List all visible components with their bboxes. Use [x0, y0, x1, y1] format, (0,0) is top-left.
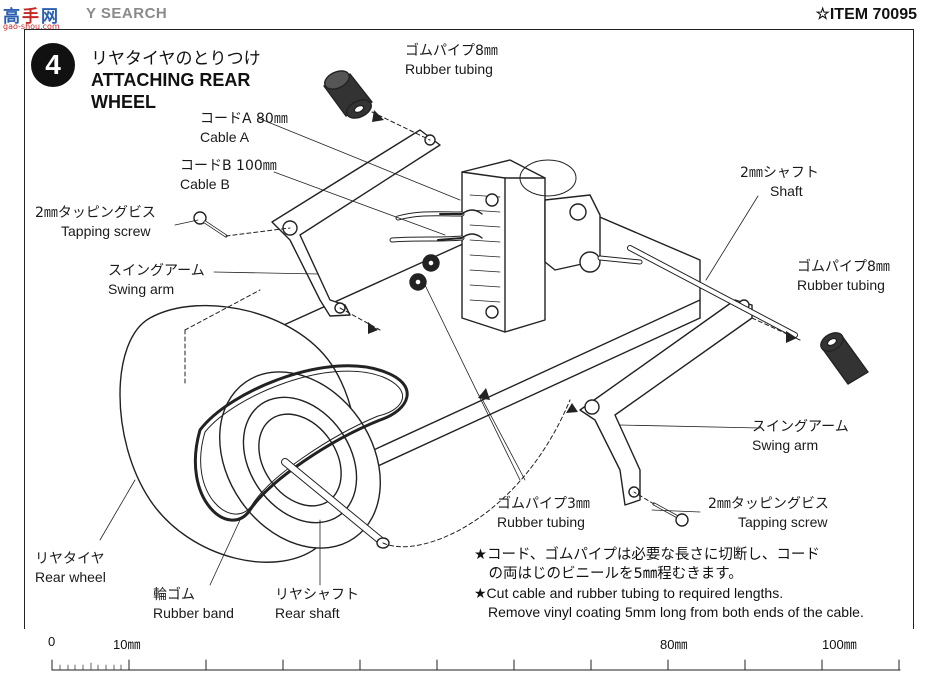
assembly-note: ★コード、ゴムパイプは必要な長さに切断し、コード の両はじのビニールを5㎜程むき…: [474, 546, 864, 622]
logo-url: gao-shou.com: [3, 22, 60, 31]
leader-lines: [99, 117, 761, 586]
step-title-en: ATTACHING REAR WHEEL: [91, 70, 251, 112]
frame-border-left: [24, 29, 25, 629]
ruler-label-10mm: 10㎜: [113, 637, 141, 652]
note-en-line-1: ★Cut cable and rubber tubing to required…: [474, 585, 784, 601]
cables: [389, 209, 483, 243]
ruler-label-80mm: 80㎜: [660, 637, 688, 652]
note-jp-line-2: の両はじのビニールを5㎜程むきます。: [474, 566, 743, 582]
label-tapping-screw-left: 2㎜タッピングビス Tapping screw: [35, 205, 156, 239]
ruler-scale: [51, 659, 901, 671]
label-rear-shaft: リヤシャフト Rear shaft: [275, 587, 359, 621]
frame-border-right: [913, 29, 914, 629]
label-cable-b: コードB 100㎜ Cable B: [180, 158, 277, 192]
label-rubber-tubing-8mm-right: ゴムパイプ8㎜ Rubber tubing: [797, 259, 890, 293]
step-number-badge: 4: [31, 43, 75, 87]
note-jp-line-1: ★コード、ゴムパイプは必要な長さに切断し、コード: [474, 547, 820, 563]
ruler-label-0: 0: [48, 634, 56, 649]
motor-gearbox: [461, 159, 643, 333]
label-swing-arm-left: スイングアーム Swing arm: [108, 263, 205, 297]
rubber-tubing-8mm-top: [323, 70, 373, 119]
ruler-label-100mm: 100㎜: [822, 637, 857, 652]
item-number: ☆ITEM 70095: [815, 6, 918, 23]
label-rear-wheel: リヤタイヤ Rear wheel: [35, 551, 106, 585]
label-tapping-screw-right: 2㎜タッピングビス Tapping screw: [708, 496, 829, 530]
rubber-tubing-8mm-right: [820, 332, 869, 385]
site-logo[interactable]: 高手网 gao-shou.com: [3, 2, 78, 31]
search-watermark: Y SEARCH: [86, 5, 168, 22]
label-cable-a: コードA 80㎜ Cable A: [200, 111, 288, 145]
logo-char-3: 网: [41, 7, 58, 27]
note-en-line-2: Remove vinyl coating 5mm long from both …: [474, 604, 864, 620]
rubber-band: [193, 364, 409, 522]
small-rubber-tubes: [409, 254, 440, 291]
label-rubber-tubing-8mm-top: ゴムパイプ8㎜ Rubber tubing: [405, 43, 498, 77]
frame-border-top: [24, 29, 914, 30]
label-swing-arm-right: スイングアーム Swing arm: [752, 419, 849, 453]
assembly-arrows: [368, 110, 797, 413]
shaft-2mm: [627, 245, 798, 338]
label-rubber-band: 輪ゴム Rubber band: [153, 587, 234, 621]
label-rubber-tubing-3mm: ゴムパイプ3㎜ Rubber tubing: [497, 496, 590, 530]
tapping-screw-right: [652, 502, 689, 527]
logo-char-1: 高: [3, 7, 20, 27]
step-title-jp: リヤタイヤのとりつけ: [91, 49, 261, 69]
tapping-screw-left: [193, 211, 228, 238]
logo-char-2: 手: [22, 7, 39, 27]
label-shaft: 2㎜シャフト Shaft: [740, 165, 819, 199]
